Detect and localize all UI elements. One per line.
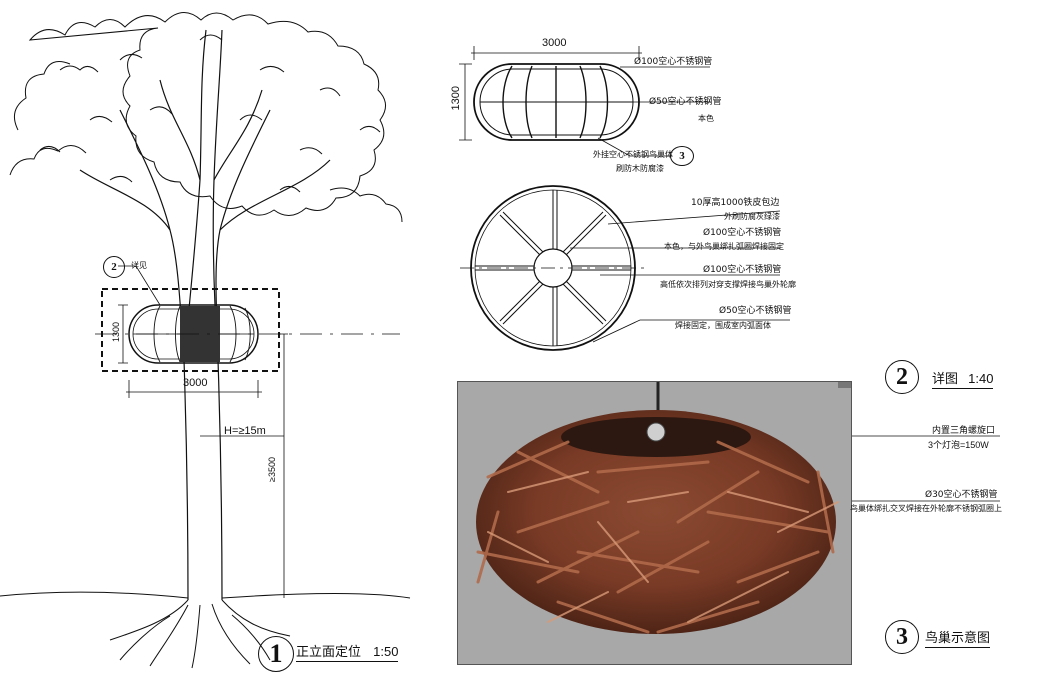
nest-label-1: 内置三角螺旋口: [932, 426, 996, 436]
detail-title: 详图 1:40: [932, 371, 994, 389]
nest-label-3: Ø30空心不锈钢管: [925, 490, 998, 500]
detail-title-scale: 1:40: [968, 371, 994, 386]
nest-title-number: 3: [896, 623, 908, 650]
elevation-dim-width: 3000: [183, 377, 208, 389]
detail-side-view: [473, 63, 640, 141]
detail-title-text: 详图: [932, 372, 959, 387]
tree-height-label: H=≥15m: [224, 425, 266, 437]
side-label-3: 本色: [698, 114, 714, 123]
detail-plan-view: [460, 185, 648, 351]
plan-label-7: Ø50空心不锈钢管: [719, 306, 792, 316]
side-label-1: Ø100空心不锈钢管: [634, 57, 713, 67]
plan-label-1: 10厚高1000铁皮包边: [691, 198, 780, 208]
callout-3-number: 3: [679, 150, 685, 162]
side-label-5: 刷防木防腐漆: [616, 164, 664, 173]
elevation-dim-height: 1300: [111, 322, 121, 343]
detail-dim-width: 3000: [542, 37, 567, 49]
side-label-2: Ø50空心不锈钢管: [649, 97, 722, 107]
elevation-title-circle: 1: [258, 636, 294, 672]
nest-photo: [457, 381, 852, 665]
elevation-title-scale: 1:50: [373, 644, 399, 659]
elevation-dimensions: [118, 304, 288, 598]
plan-label-5: Ø100空心不锈钢管: [703, 265, 782, 275]
plan-label-6: 高低依次排列对穿支撑焊接鸟巢外轮廓: [660, 280, 796, 289]
plan-label-8: 焊接固定，围成室内弧面体: [675, 321, 771, 330]
callout-2-circle: 2: [103, 256, 125, 278]
detail-plan-leaders: [570, 210, 790, 343]
elevation-title-text: 正立面定位: [296, 645, 362, 660]
nest-title: 鸟巢示意图: [925, 631, 991, 648]
detail-dim-height: 1300: [450, 86, 462, 111]
detail-title-circle: 2: [885, 360, 919, 394]
side-label-4: 外挂空心不锈钢鸟巢体: [593, 150, 673, 159]
elevation-title-number: 1: [269, 639, 283, 668]
tree-canopy: [9, 12, 403, 223]
ground-roots: [0, 591, 411, 669]
plan-label-3: Ø100空心不锈钢管: [703, 228, 782, 238]
callout-2-label: 详见: [131, 261, 147, 270]
callout-3-circle: 3: [670, 146, 694, 166]
plan-label-4: 本色，与外鸟巢绑扎弧圈焊接固定: [664, 242, 784, 251]
nest-label-4: 鸟巢体绑扎交叉焊接在外轮廓不锈钢弧圈上: [850, 504, 1002, 513]
nest-title-text: 鸟巢示意图: [925, 631, 991, 646]
plan-label-2: 外刷防腐灰绿漆: [724, 212, 780, 221]
elevation-title: 正立面定位 1:50: [296, 644, 399, 662]
detail-title-number: 2: [896, 363, 908, 390]
mount-height-label: ≥3500: [267, 457, 277, 482]
nest-illustration: [458, 382, 851, 664]
callout-2-leader: [118, 265, 161, 306]
nest-title-circle: 3: [885, 620, 919, 654]
nest-label-2: 3个灯泡=150W: [928, 440, 989, 450]
detail-side-dimensions: [459, 46, 710, 157]
callout-2-number: 2: [111, 261, 117, 273]
